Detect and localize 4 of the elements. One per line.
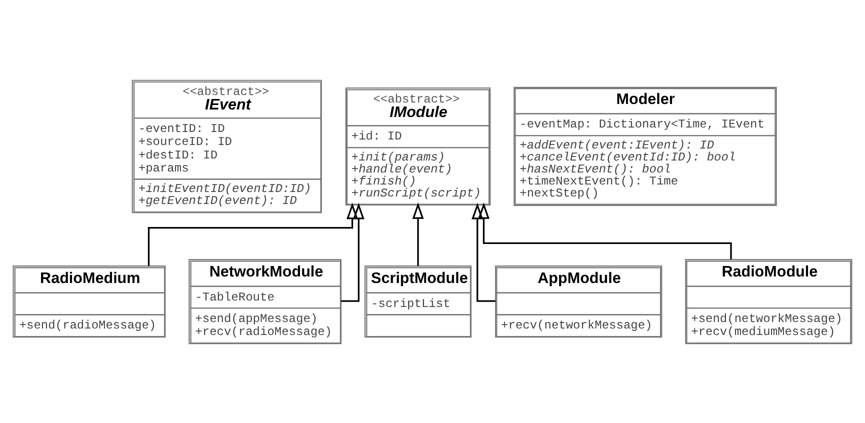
arrow — [148, 202, 358, 266]
arrow — [341, 202, 364, 302]
arrow — [412, 202, 424, 266]
arrow — [472, 202, 496, 302]
